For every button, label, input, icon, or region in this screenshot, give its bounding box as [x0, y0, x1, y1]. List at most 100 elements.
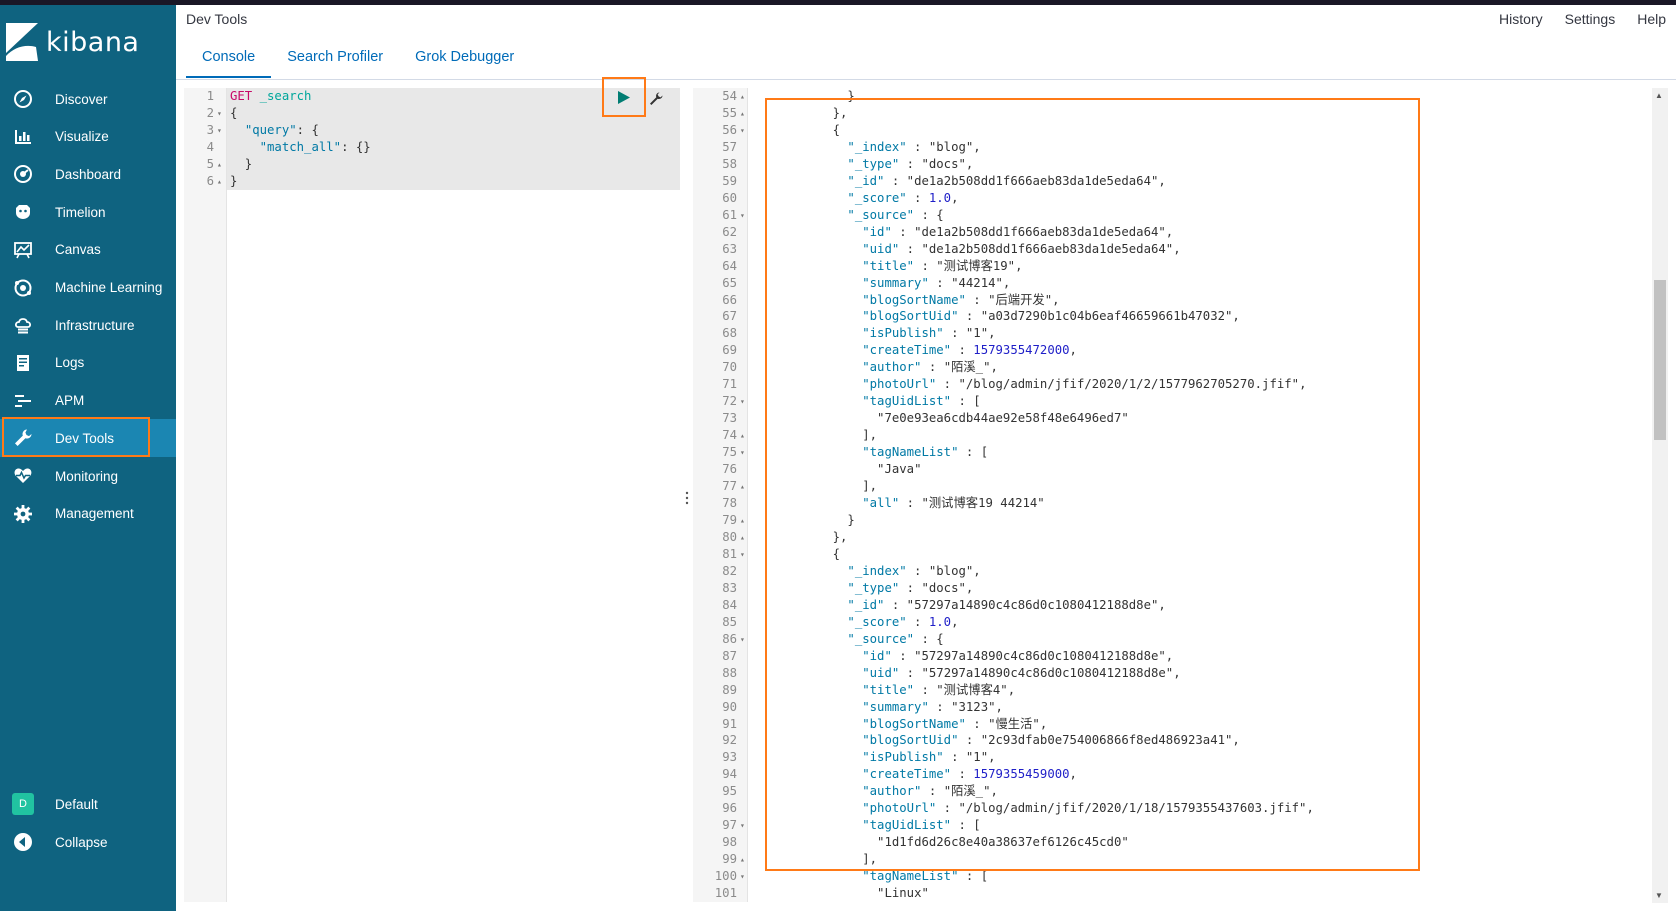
code-token: "summary": [862, 699, 929, 714]
sidebar-item-label: Machine Learning: [55, 280, 163, 295]
code-token: : {: [914, 631, 944, 646]
line-number: 3: [206, 123, 214, 137]
fold-toggle-icon[interactable]: ▴: [740, 516, 745, 525]
fold-toggle-icon[interactable]: ▾: [217, 126, 222, 135]
fold-toggle-icon[interactable]: ▾: [740, 549, 745, 559]
code-token: :: [928, 275, 952, 290]
scroll-down-arrow-icon[interactable]: ▼: [1655, 891, 1663, 900]
collapse-label: Collapse: [55, 834, 108, 850]
fold-toggle-icon[interactable]: ▾: [740, 210, 745, 220]
line-number: 54: [722, 89, 737, 103]
line-number: 79: [722, 513, 737, 527]
line-number: 65: [722, 275, 737, 290]
gear-icon: [14, 504, 32, 523]
fold-toggle-icon[interactable]: ▾: [740, 125, 745, 135]
tab-grok-debugger[interactable]: Grok Debugger: [415, 49, 515, 65]
page-title: Dev Tools: [186, 11, 248, 27]
code-token: "_score": [847, 190, 907, 205]
code-token: [803, 750, 862, 764]
line-number: 95: [722, 784, 737, 799]
fold-toggle-icon[interactable]: ▴: [740, 92, 745, 101]
code-token: : {: [914, 207, 944, 222]
code-text: "_index" : "blog",: [803, 139, 980, 156]
collapse-button[interactable]: Collapse: [0, 823, 176, 861]
tab-search-profiler[interactable]: Search Profiler: [287, 49, 384, 65]
tab-console[interactable]: Console: [186, 40, 272, 78]
code-token: "Linux": [877, 886, 929, 901]
code-token: "de1a2b508dd1f666aeb83da1de5eda64": [906, 173, 1159, 188]
code-token: [803, 191, 847, 205]
code-token: [803, 343, 862, 357]
line-number: 82: [722, 563, 737, 578]
fold-toggle-icon[interactable]: ▴: [740, 855, 745, 865]
code-token: "57297a14890c4c86d0c1080412188d8e": [921, 665, 1174, 680]
space-selector[interactable]: D Default: [0, 785, 176, 823]
sidebar-item-machine-learning[interactable]: Machine Learning: [0, 269, 176, 307]
code-text: "createTime" : 1579355459000,: [803, 766, 1077, 783]
sidebar-item-canvas[interactable]: Canvas: [0, 231, 176, 269]
response-scrollbar[interactable]: ▲ ▼: [1652, 88, 1668, 903]
top-nav: History Settings Help: [1477, 11, 1666, 27]
code-token: :: [906, 190, 929, 205]
help-link[interactable]: Help: [1637, 11, 1666, 27]
fold-toggle-icon[interactable]: ▴: [740, 482, 745, 492]
fold-toggle-icon[interactable]: ▾: [740, 397, 745, 407]
sidebar-item-dev-tools[interactable]: Dev Tools: [0, 417, 176, 458]
fold-toggle-icon[interactable]: ▴: [740, 108, 745, 118]
kibana-logo[interactable]: kibana: [6, 19, 139, 65]
sidebar-item-monitoring[interactable]: Monitoring: [0, 457, 176, 495]
code-token: :: [921, 360, 944, 375]
fold-toggle-icon[interactable]: ▴: [740, 532, 745, 542]
code-token: : {: [296, 123, 319, 137]
sidebar-item-apm[interactable]: APM: [0, 382, 176, 420]
code-token: :: [906, 614, 929, 629]
code-token: ,: [1158, 173, 1166, 188]
code-token: "tagUidList": [862, 394, 952, 409]
sidebar-item-logs[interactable]: Logs: [0, 344, 176, 382]
send-request-button[interactable]: [602, 77, 646, 117]
sidebar-item-discover[interactable]: Discover: [0, 80, 176, 118]
code-text: "_id" : "de1a2b508dd1f666aeb83da1de5eda6…: [803, 173, 1166, 190]
wrench-icon: [650, 92, 663, 105]
response-viewer[interactable]: 54▴ }55▴ },56▾ {57 "_index" : "blog",58 …: [693, 88, 1653, 902]
line-number: 96: [722, 801, 737, 816]
code-token: ,: [1232, 309, 1240, 324]
code-token: [803, 869, 862, 883]
avatar: D: [12, 793, 34, 815]
scrollbar-thumb[interactable]: [1654, 280, 1666, 440]
code-text: "1d1fd6d26c8e40a38637ef6126c45cd0": [803, 834, 1129, 851]
code-text: "match_all": {}: [230, 139, 371, 156]
settings-link[interactable]: Settings: [1564, 11, 1616, 27]
fold-toggle-icon[interactable]: ▴: [740, 431, 745, 441]
code-token: : [: [951, 818, 981, 833]
fold-toggle-icon[interactable]: ▴: [217, 177, 222, 186]
sidebar-item-dashboard[interactable]: Dashboard: [0, 155, 176, 193]
fold-toggle-icon[interactable]: ▾: [217, 109, 222, 118]
code-token: :: [906, 139, 929, 154]
code-token: [803, 462, 877, 476]
code-text: }: [803, 88, 854, 105]
sidebar-item-visualize[interactable]: Visualize: [0, 118, 176, 156]
request-options-button[interactable]: [648, 91, 664, 107]
fold-toggle-icon[interactable]: ▾: [740, 634, 745, 644]
code-text: "blogSortUid" : "a03d7290b1c04b6eaf46659…: [803, 308, 1240, 325]
code-token: [803, 784, 862, 798]
code-token: "57297a14890c4c86d0c1080412188d8e": [914, 648, 1166, 663]
fold-toggle-icon[interactable]: ▾: [740, 821, 745, 831]
line-number: 64: [722, 258, 737, 273]
fold-toggle-icon[interactable]: ▾: [740, 872, 745, 882]
fold-toggle-icon[interactable]: ▴: [217, 160, 222, 169]
sidebar-item-timelion[interactable]: Timelion: [0, 193, 176, 231]
sidebar-item-infrastructure[interactable]: Infrastructure: [0, 306, 176, 344]
code-token: [230, 123, 245, 137]
scroll-up-arrow-icon[interactable]: ▲: [1655, 91, 1663, 100]
code-text: "_score" : 1.0,: [803, 614, 958, 631]
sidebar-item-management[interactable]: Management: [0, 495, 176, 533]
pane-resizer[interactable]: [685, 491, 689, 505]
code-token: GET: [230, 89, 253, 103]
code-text: "isPublish" : "1",: [803, 749, 995, 766]
fold-toggle-icon[interactable]: ▾: [740, 448, 745, 458]
code-token: "_type": [847, 156, 900, 171]
history-link[interactable]: History: [1499, 11, 1543, 27]
